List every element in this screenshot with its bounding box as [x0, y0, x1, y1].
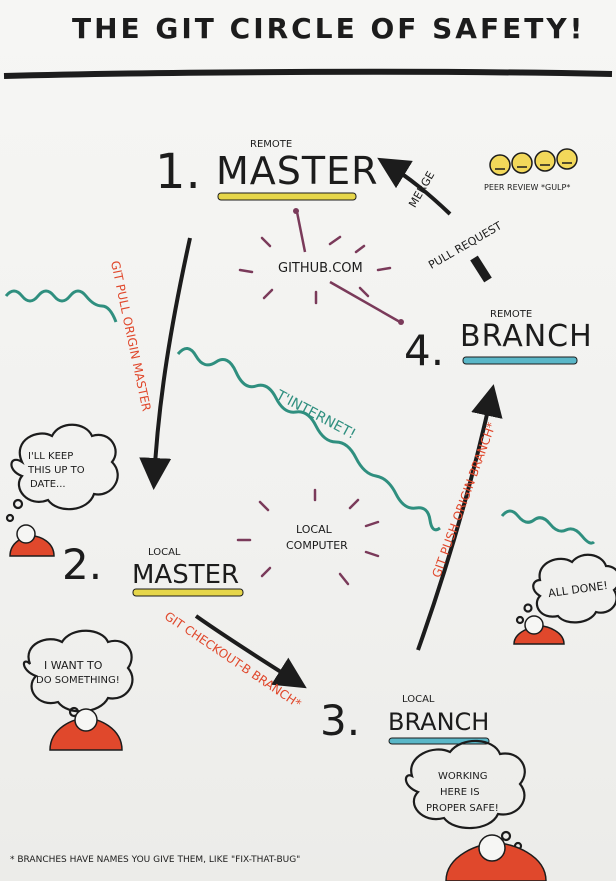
poster-title: THE GIT CIRCLE OF SAFETY!: [72, 12, 586, 45]
person-all-done: [513, 615, 565, 645]
remote-master-underline: [217, 192, 357, 201]
github-link-branch: [329, 280, 401, 324]
merge-arrow: [377, 157, 452, 216]
local-computer-label-line2: COMPUTER: [286, 539, 348, 552]
github-link-master: [295, 211, 307, 253]
remote-branch-number: 4.: [404, 326, 445, 375]
github-starburst: [238, 235, 392, 305]
internet-squiggle-main: [176, 347, 441, 532]
title-rule: [3, 68, 613, 79]
person-working: [445, 834, 547, 881]
checkout-arrow: [194, 614, 307, 689]
working-line2: HERE IS: [440, 787, 480, 798]
peer-review-label: PEER REVIEW *GULP*: [484, 183, 571, 192]
local-computer-label-line1: LOCAL: [296, 523, 332, 536]
working-line1: WORKING: [438, 771, 488, 782]
working-line3: PROPER SAFE!: [426, 803, 499, 814]
keep-up-cloud: [10, 423, 119, 511]
keep-up-line2: THIS UP TO: [28, 465, 85, 476]
local-branch-number: 3.: [320, 696, 361, 745]
pull-request-arrow: [470, 255, 492, 283]
local-master-underline: [132, 588, 244, 597]
local-computer-starburst: [236, 488, 380, 586]
peer-review-faces: [489, 148, 578, 176]
remote-master-name: MASTER: [216, 149, 379, 193]
internet-squiggle-right: [500, 509, 596, 545]
want-to-line1: I WANT TO: [44, 659, 103, 672]
working-cloud: [404, 739, 526, 830]
pull-arrow: [139, 237, 192, 490]
remote-master-qualifier: REMOTE: [250, 139, 293, 150]
want-to-cloud: [22, 629, 134, 713]
footnote: * BRANCHES HAVE NAMES YOU GIVE THEM, LIK…: [10, 855, 301, 865]
remote-branch-underline: [462, 356, 578, 365]
internet-squiggle-left: [4, 289, 118, 323]
local-branch-name: BRANCH: [388, 708, 490, 736]
want-to-line2: DO SOMETHING!: [36, 675, 120, 686]
push-arrow: [416, 384, 503, 651]
local-master-name: MASTER: [132, 560, 240, 590]
remote-master-number: 1.: [155, 144, 201, 200]
keep-up-line3: DATE...: [30, 479, 66, 490]
all-done-cloud: [532, 553, 616, 624]
local-master-number: 2.: [62, 540, 103, 589]
local-branch-qualifier: LOCAL: [402, 694, 435, 705]
keep-up-line1: I'LL KEEP: [28, 451, 74, 462]
remote-branch-name: BRANCH: [460, 319, 593, 354]
remote-branch-qualifier: REMOTE: [490, 309, 533, 320]
person-keep-up: [9, 524, 55, 557]
person-want-to: [49, 708, 123, 751]
github-label: GITHUB.COM: [278, 261, 363, 276]
local-master-qualifier: LOCAL: [148, 547, 181, 558]
